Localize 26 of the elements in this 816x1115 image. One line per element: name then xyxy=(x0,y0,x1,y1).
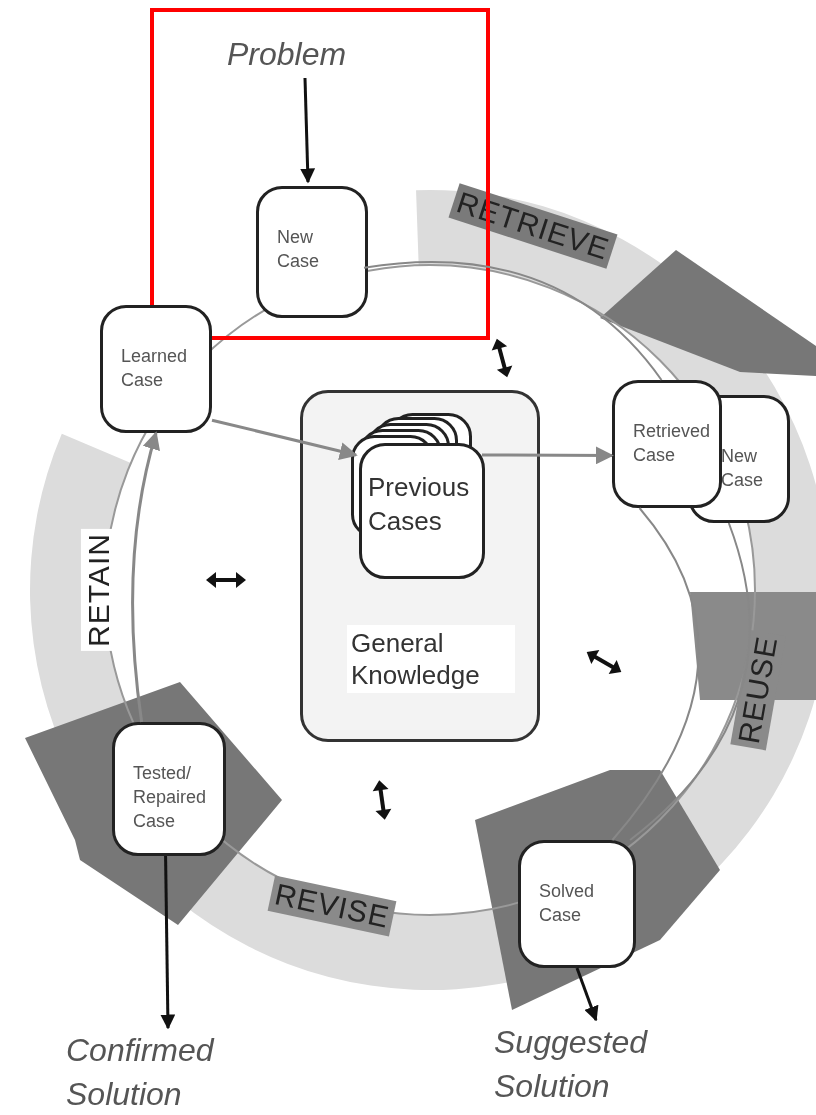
node-label: General Knowledge xyxy=(347,625,515,693)
node-label: Retrieved Case xyxy=(633,420,712,467)
node-label: New Case xyxy=(277,226,321,273)
node-label: Tested/ Repaired Case xyxy=(133,762,208,833)
case-card xyxy=(612,380,722,508)
node-label: Previous Cases xyxy=(368,471,471,538)
connector-line xyxy=(629,522,751,841)
connector-line xyxy=(611,507,700,841)
case-card xyxy=(100,305,212,433)
node-label: Learned Case xyxy=(121,345,189,392)
arrow xyxy=(211,418,358,460)
case-card xyxy=(359,443,485,579)
case-card xyxy=(518,840,636,968)
arrow xyxy=(482,446,614,465)
outcome-text: Confirmed Solution xyxy=(65,1031,216,1114)
arrow xyxy=(160,855,176,1030)
arrow xyxy=(300,77,316,184)
knowledge-panel xyxy=(300,390,540,742)
node-label: New Case xyxy=(721,445,765,492)
node-label: Solved Case xyxy=(539,880,596,927)
outcome-text: Problem xyxy=(226,35,348,74)
arrow xyxy=(131,431,161,723)
arrow xyxy=(575,967,599,1022)
case-card xyxy=(112,722,226,856)
case-card xyxy=(256,186,368,318)
outcome-text: Suggested Solution xyxy=(493,1023,649,1106)
